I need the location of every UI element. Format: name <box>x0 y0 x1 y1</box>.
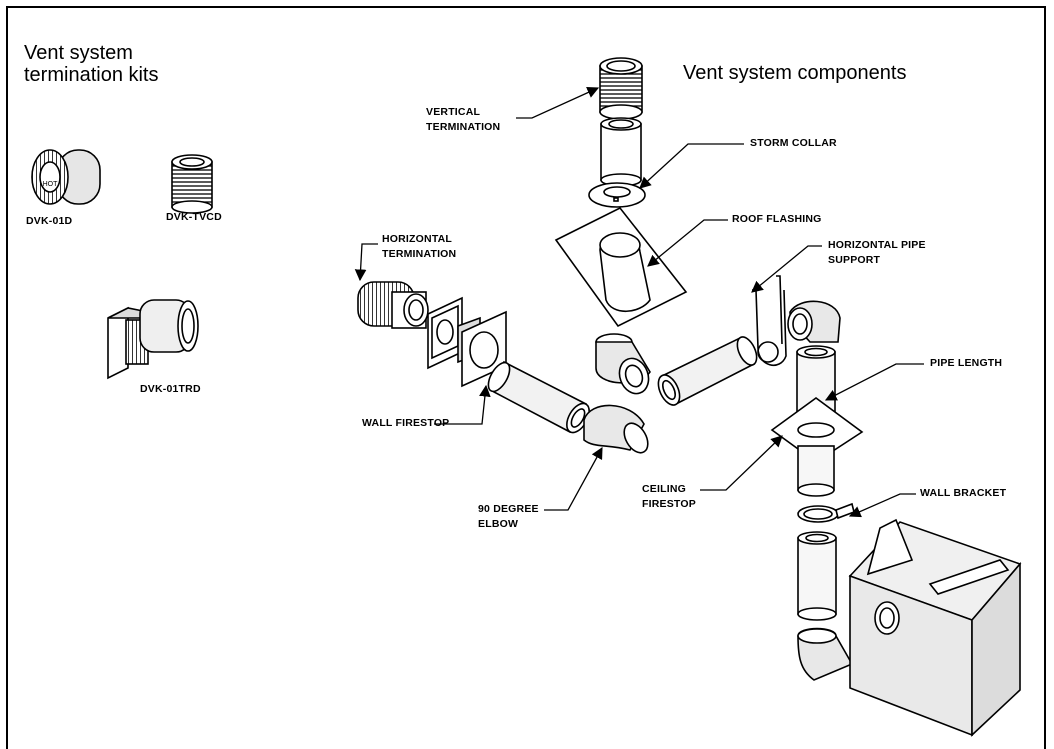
vertical-termination-part <box>599 57 643 187</box>
diagram-frame <box>6 6 1046 749</box>
components-heading: Vent system components <box>683 62 907 84</box>
dvk-01d-kit: HOT <box>31 149 101 205</box>
horizontal-termination-label: HORIZONTAL TERMINATION <box>382 233 457 260</box>
wall-bracket-label: WALL BRACKET <box>920 487 1007 499</box>
horizontal-pipe-support-label: HORIZONTAL PIPE SUPPORT <box>828 239 926 266</box>
upper-elbow-part <box>787 300 841 343</box>
lower-pipe-section <box>797 531 837 621</box>
vertical-termination-label: VERTICAL TERMINATION <box>426 106 501 133</box>
dvk-01d-label: DVK-01D <box>26 215 73 227</box>
wall-bracket-part <box>797 502 855 523</box>
wall-firestop-label: WALL FIRESTOP <box>362 417 450 429</box>
dvk-01trd-label: DVK-01TRD <box>140 383 201 395</box>
ceiling-firestop-part <box>770 397 864 497</box>
lower-elbow-part <box>797 627 854 681</box>
storm-collar-label: STORM COLLAR <box>750 137 837 149</box>
pipe-length-label: PIPE LENGTH <box>930 357 1003 369</box>
tee-elbow-part <box>595 333 651 395</box>
horizontal-termination-part <box>357 281 429 329</box>
hot-warning-label: HOT <box>43 181 59 188</box>
kits-heading: Vent system termination kits <box>24 42 159 86</box>
dvk-tvcd-kit <box>171 154 213 214</box>
storm-collar-part <box>588 182 646 208</box>
roof-flashing-label: ROOF FLASHING <box>732 213 822 225</box>
appliance-unit <box>848 518 1022 737</box>
callout-leaders <box>354 87 924 518</box>
wall-firestop-part <box>427 296 507 388</box>
ceiling-firestop-label: CEILING FIRESTOP <box>642 483 696 510</box>
roof-flashing-part <box>554 206 688 328</box>
elbow-90-part <box>583 404 649 454</box>
left-pipe-section <box>487 360 590 434</box>
dvk-01trd-kit <box>107 299 199 380</box>
horizontal-pipe-support-part <box>752 275 787 367</box>
dvk-tvcd-label: DVK-TVCD <box>166 211 222 223</box>
elbow-90-label: 90 DEGREE ELBOW <box>478 503 539 530</box>
right-pipe-section <box>657 336 758 406</box>
